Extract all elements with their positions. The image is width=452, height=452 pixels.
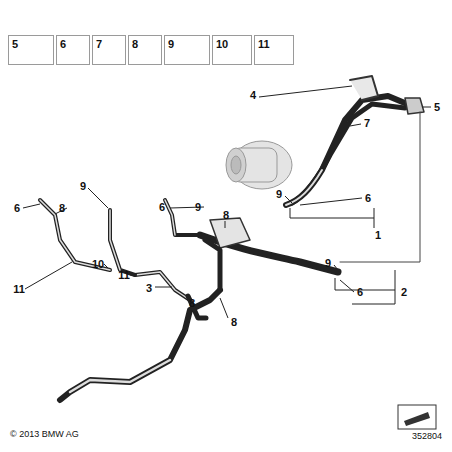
callout-number: 8 (58, 202, 66, 215)
part-cell: 7 (92, 35, 126, 65)
hose-lines (40, 76, 424, 400)
callout-number: 1 (374, 229, 382, 242)
callout-number: 9 (168, 38, 174, 50)
ac-compressor (226, 141, 292, 189)
callout-number: 9 (79, 180, 87, 193)
callout-number: 7 (96, 38, 102, 50)
callout-number: 7 (363, 117, 371, 130)
part-cell: 5 (8, 35, 54, 65)
part-cell: 10 (212, 35, 252, 65)
part-cell: 9 (164, 35, 210, 65)
copyright-note: © 2013 BMW AG (9, 429, 80, 440)
callout-number: 10 (91, 258, 105, 271)
callout-number: 5 (12, 38, 18, 50)
callout-number: 6 (13, 202, 21, 215)
callout-number: 8 (132, 38, 138, 50)
callout-number: 4 (249, 89, 257, 102)
callout-number: 6 (60, 38, 66, 50)
callout-number: 10 (216, 38, 228, 50)
callout-number: 8 (222, 209, 230, 222)
callout-number: 9 (324, 257, 332, 270)
callout-number: 5 (433, 101, 441, 114)
part-cell: 6 (56, 35, 90, 65)
callout-number: 8 (188, 297, 196, 310)
callout-number: 6 (364, 192, 372, 205)
view-symbol (398, 405, 436, 429)
leader-lines (23, 86, 431, 318)
callout-number: 11 (117, 269, 131, 282)
callout-number: 9 (275, 188, 283, 201)
callout-number: 3 (145, 282, 153, 295)
callout-number: 11 (12, 283, 26, 296)
callout-number: 9 (194, 201, 202, 214)
diagram-number: 352804 (411, 431, 443, 442)
callout-number: 11 (258, 38, 270, 50)
group-brackets (290, 208, 395, 304)
callout-number: 2 (400, 286, 408, 299)
part-cell: 8 (128, 35, 162, 65)
callout-number: 6 (356, 286, 364, 299)
callout-number: 6 (158, 201, 166, 214)
callout-number: 8 (230, 316, 238, 329)
part-cell: 11 (254, 35, 294, 65)
